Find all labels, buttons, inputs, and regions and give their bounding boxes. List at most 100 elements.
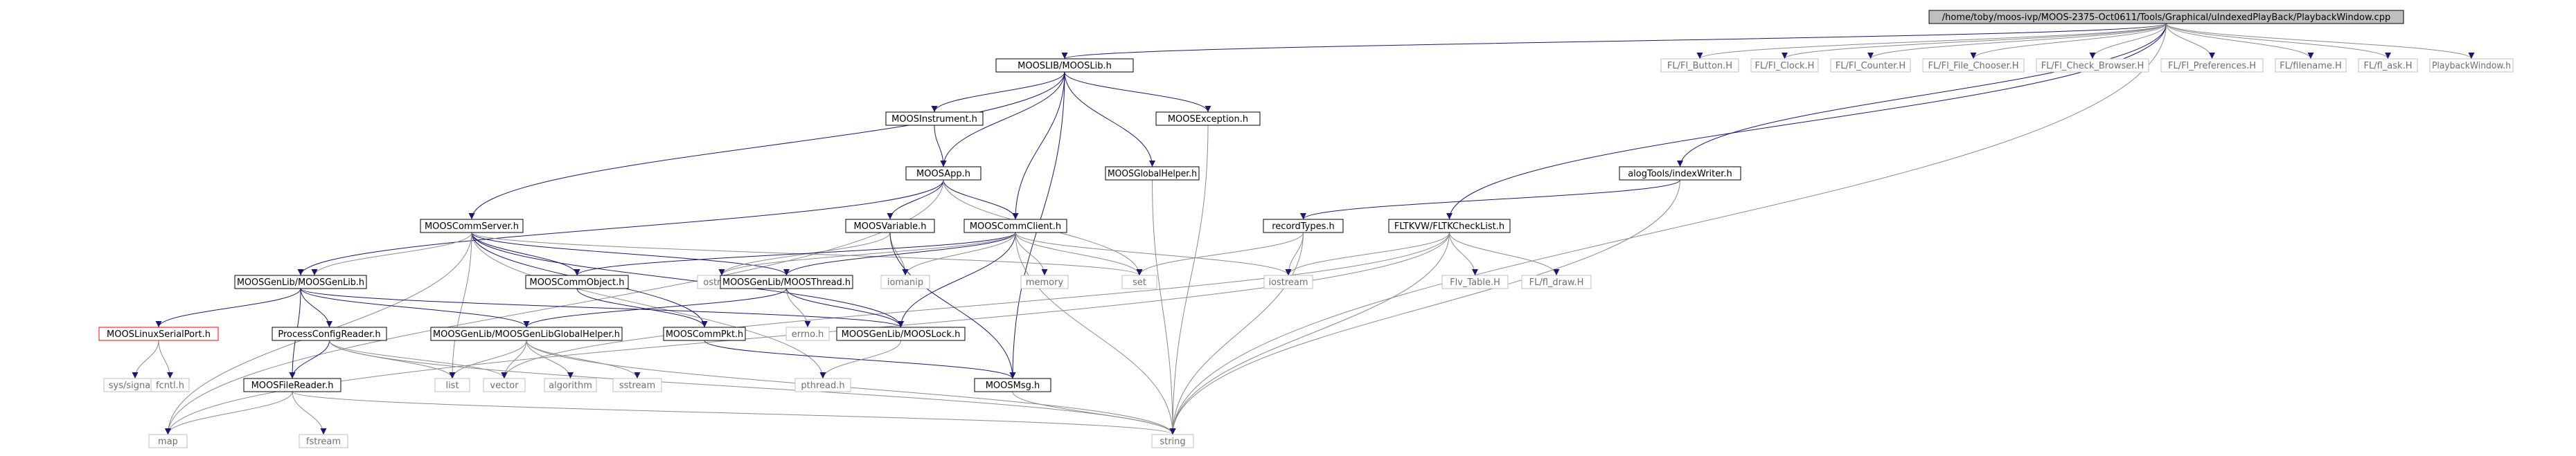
node-label-mooslib: MOOSLIB/MOOSLib.h [1018, 61, 1112, 71]
node-moosfilereader[interactable]: MOOSFileReader.h [243, 378, 341, 392]
edge-moosmsg-to-string [1012, 391, 1176, 435]
node-box-moosgenlibglobal [430, 327, 623, 341]
node-mooscommobject[interactable]: MOOSCommObject.h [525, 275, 629, 289]
edge-mooscommclient-to-iostream [1015, 232, 1292, 276]
node-box-processconfig [272, 327, 387, 341]
node-label-flfilename: FL/filename.H [2280, 61, 2342, 71]
edge-moosvariable-to-moosmsg [889, 232, 1016, 379]
node-mooslock[interactable]: MOOSGenLib/MOOSLock.h [836, 327, 966, 341]
node-box-flcounter [1830, 58, 1911, 73]
node-box-indexwriter [1619, 166, 1741, 181]
node-label-playbackwindow: PlaybackWindow.h [2432, 61, 2511, 71]
node-box-iomanip [880, 275, 930, 289]
node-label-flbutton: FL/Fl_Button.H [1667, 61, 1732, 71]
node-list: list [434, 378, 470, 392]
edge-root-to-flfilechooser [1970, 23, 2167, 60]
node-mooslinuxserial[interactable]: MOOSLinuxSerialPort.h [98, 327, 219, 341]
edge-processconfig-to-vector [329, 340, 508, 379]
node-box-moosthread [720, 275, 853, 289]
node-moosmsg[interactable]: MOOSMsg.h [974, 378, 1051, 392]
node-box-mooslock [836, 327, 966, 341]
node-moosglobalhelper[interactable]: MOOSGlobalHelper.h [1105, 166, 1200, 181]
node-flprefs: FL/Fl_Preferences.H [2160, 58, 2264, 73]
node-root: /home/toby/moos-ivp/MOOS-2375-Oct0611/To… [1928, 10, 2404, 24]
node-box-flfilechooser [1922, 58, 2025, 73]
edge-mooscommclient-to-mooscommobject [574, 232, 1016, 276]
node-box-flbutton [1660, 58, 1739, 73]
edge-root-to-flfilename [2166, 23, 2314, 60]
node-box-string [1151, 434, 1194, 448]
edge-moosvariable-to-ostream [718, 232, 891, 276]
node-label-pthread: pthread.h [801, 381, 844, 391]
edge-moosapp-to-moosgenlib [297, 179, 944, 276]
node-flfilename: FL/filename.H [2275, 58, 2347, 73]
node-box-mooscommobject [525, 275, 629, 289]
node-fcntl: fcntl.h [150, 378, 190, 392]
node-mooscommclient[interactable]: MOOSCommClient.h [963, 219, 1067, 233]
node-moosgenlib[interactable]: MOOSGenLib/MOOSGenLib.h [234, 275, 367, 289]
edge-mooslib-to-moosapp [940, 71, 1065, 167]
node-label-iostream: iostream [1268, 277, 1308, 288]
edge-mooslib-to-moosglobalhelper [1064, 71, 1155, 167]
node-moosvariable[interactable]: MOOSVariable.h [845, 219, 935, 233]
edge-moosgenlib-to-moosgenlibglobal [300, 288, 530, 328]
node-processconfig[interactable]: ProcessConfigReader.h [272, 327, 387, 341]
node-label-mooslock: MOOSGenLib/MOOSLock.h [842, 329, 961, 340]
node-sstream: sstream [612, 378, 662, 392]
node-indexwriter[interactable]: alogTools/indexWriter.h [1619, 166, 1741, 181]
node-box-root [1928, 10, 2404, 24]
edge-indexwriter-to-string [1169, 179, 1680, 435]
node-box-moosglobalhelper [1105, 166, 1200, 181]
node-label-moosgenlibglobal: MOOSGenLib/MOOSGenLibGlobalHelper.h [433, 329, 620, 340]
node-label-vector: vector [490, 381, 519, 391]
node-mooscommserver[interactable]: MOOSCommServer.h [420, 219, 524, 233]
edge-root-to-string [1169, 23, 2167, 435]
node-label-flclock: FL/Fl_Clock.H [1755, 61, 1815, 71]
node-moosinstrument[interactable]: MOOSInstrument.h [885, 111, 984, 126]
node-box-moosgenlib [234, 275, 367, 289]
node-set: set [1121, 275, 1157, 289]
node-label-moosthread: MOOSGenLib/MOOSThread.h [722, 277, 851, 288]
edge-fltkchecklist-to-string [1169, 232, 1450, 435]
node-box-errno [785, 327, 830, 341]
edge-root-to-flcounter [1867, 23, 2167, 60]
node-fltkchecklist[interactable]: FLTKVW/FLTKCheckList.h [1388, 219, 1511, 233]
node-mooslib[interactable]: MOOSLIB/MOOSLib.h [995, 58, 1134, 73]
node-moosexception[interactable]: MOOSException.h [1155, 111, 1261, 126]
node-box-fstream [299, 434, 348, 448]
edge-indexwriter-to-recordtypes [1300, 179, 1680, 220]
node-label-sstream: sstream [619, 381, 655, 391]
node-label-moosapp: MOOSApp.h [916, 169, 970, 179]
node-flvtable: Flv_Table.H [1441, 275, 1509, 289]
node-box-flclock [1750, 58, 1819, 73]
node-label-mooscommserver: MOOSCommServer.h [425, 221, 519, 232]
edge-moosgenlibglobal-to-list [449, 340, 527, 379]
node-recordtypes[interactable]: recordTypes.h [1263, 219, 1344, 233]
node-box-flprefs [2160, 58, 2264, 73]
node-label-flask: FL/fl_ask.H [2364, 61, 2413, 71]
node-moosgenlibglobal[interactable]: MOOSGenLib/MOOSGenLibGlobalHelper.h [430, 327, 623, 341]
edge-mooslib-to-mooscommserver [468, 71, 1065, 220]
edge-moosapp-to-mooscommclient [943, 179, 1019, 220]
node-box-iostream [1263, 275, 1313, 289]
node-label-flfilechooser: FL/Fl_File_Chooser.H [1928, 61, 2019, 71]
node-label-syssignal: sys/signal.h [109, 381, 161, 391]
edge-fltkchecklist-to-iostream [1285, 232, 1450, 276]
edge-root-to-flprefs [2166, 23, 2215, 60]
node-box-mooslib [995, 58, 1134, 73]
edge-moosgenlibglobal-to-sstream [526, 340, 641, 379]
node-flclock: FL/Fl_Clock.H [1750, 58, 1819, 73]
node-fldraw: FL/fl_draw.H [1521, 275, 1592, 289]
node-mooscommpkt[interactable]: MOOSCommPkt.h [663, 327, 746, 341]
node-moosthread[interactable]: MOOSGenLib/MOOSThread.h [720, 275, 853, 289]
node-box-vector [483, 378, 526, 392]
node-moosapp[interactable]: MOOSApp.h [905, 166, 981, 181]
node-playbackwindow: PlaybackWindow.h [2429, 58, 2514, 73]
edge-mooscommserver-to-pthread [471, 232, 826, 379]
edge-moosfilereader-to-fstream [292, 391, 327, 435]
edge-processconfig-to-list [329, 340, 456, 379]
node-iomanip: iomanip [880, 275, 930, 289]
edge-mooscommclient-to-moosthread [783, 232, 1016, 276]
node-label-mooscommpkt: MOOSCommPkt.h [666, 329, 743, 340]
